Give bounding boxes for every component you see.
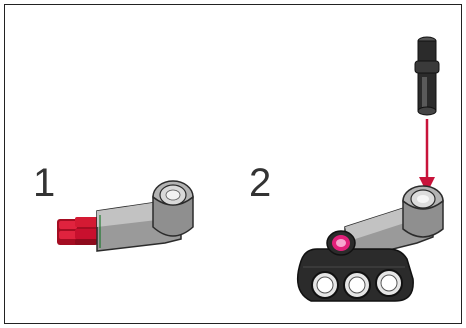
step1-assembly bbox=[57, 181, 193, 251]
instruction-illustration bbox=[5, 5, 463, 325]
black-beam-3-holes bbox=[298, 249, 414, 301]
black-friction-pin bbox=[415, 37, 439, 115]
red-axle-pin bbox=[57, 217, 101, 245]
instruction-panel: 1 2 bbox=[4, 4, 462, 324]
insertion-arrow bbox=[419, 119, 435, 193]
pink-axle-hole bbox=[327, 231, 355, 255]
gray-angle-connector bbox=[97, 181, 193, 251]
